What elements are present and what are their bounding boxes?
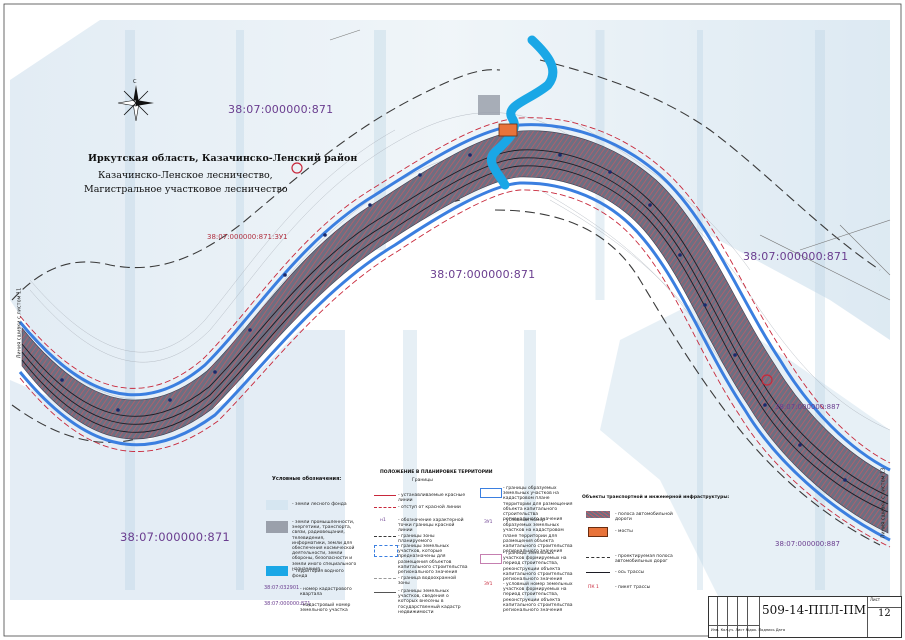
sheet-frame <box>3 3 902 637</box>
legend-col2-title: ПОЛОЖЕНИЕ В ПЛАНИРОВКЕ ТЕРРИТОРИИ <box>380 470 493 475</box>
legend-col4-item-1: - полоса автомобильной дороги <box>615 512 673 523</box>
title-block <box>708 596 902 638</box>
legend-col4-item-5: - пикет трассы <box>615 585 651 590</box>
legend-col3-item-4: - условный номер земельных участков форм… <box>503 582 573 614</box>
legend-col2-item-5: - границы земельных участков, которые пр… <box>398 544 468 576</box>
legend-col1-item-3: - территория водного фонда <box>292 569 344 580</box>
stamp-columns: Изм. Кол.уч. Лист №док. Подпись Дата <box>711 628 786 632</box>
sheet-seam-left: Линия сшивки с листом 11 <box>16 287 23 359</box>
legend-col2-item-6: - граница водоохранной зоны <box>398 576 457 587</box>
parcel-label-left-red: 38:07:000000:871:ЗУ1 <box>207 233 288 241</box>
legend-title: Условные обозначения: <box>272 476 342 482</box>
legend-col4-item-3: - проектируемая полоса автомобильных дор… <box>615 554 673 565</box>
legend-new-parcel-code: ЗУ1 <box>484 520 493 525</box>
north-arrow: С <box>117 79 154 122</box>
sheet-label: Лист <box>870 597 881 602</box>
picket-markers <box>60 153 847 482</box>
parcel-label-right-small-2: 38:07:000000:887 <box>775 540 840 548</box>
legend-col2-item-3: - обозначение характерной точки границы … <box>398 518 464 534</box>
legend-col1-item-5: - кадастровый номер земельного участка <box>300 603 351 614</box>
forest-area <box>10 20 890 420</box>
cadastral-lines <box>329 29 891 301</box>
legend-col3-item-3: - границы земельных участков формируемых… <box>503 551 573 583</box>
road-corridor <box>21 130 889 534</box>
legend-swatch-region-parcel <box>374 545 398 557</box>
industrial-parcel <box>478 95 500 115</box>
legend-quarter-code: 38:07:032901 <box>264 585 300 591</box>
legend-swatch-bridge <box>588 527 608 537</box>
legend-swatch-redline <box>374 495 396 496</box>
legend-swatch-new-parcel <box>480 488 502 498</box>
document-code: 509-14-ППЛ-ПМ <box>762 603 867 617</box>
legend-col4-item-2: - мосты <box>615 529 633 534</box>
legend-swatch-road <box>586 511 610 518</box>
legend-col2-item-7: - границы земельных участков, сведения о… <box>398 589 461 615</box>
parcel-label-right: 38:07:000000:871 <box>743 250 849 263</box>
parcel-label-center: 38:07:000000:871 <box>430 268 536 281</box>
parcel-label-bottom-left: 38:07:000000:871 <box>120 530 230 544</box>
legend-swatch-water <box>266 566 288 576</box>
parcel-label-top-left: 38:07:000000:871 <box>228 103 334 116</box>
legend-swatch-forest <box>266 500 288 510</box>
legend-col1-item-2: - земли промышленности, энергетики, тран… <box>292 520 357 572</box>
legend-swatch-zone <box>374 536 396 537</box>
legend-parcel-code: 38:07:000000:871 <box>264 601 311 607</box>
district-forestry-name: Магистральное участковое лесничество <box>84 184 288 195</box>
legend-swatch-planned-road <box>586 557 610 558</box>
road-edge-lower <box>18 181 891 542</box>
forestry-name: Казачинско-Ленское лесничество, <box>98 170 273 181</box>
legend-swatch-industrial <box>266 521 288 533</box>
legend-col2-item-2: - отступ от красной линии <box>398 505 461 510</box>
bridge <box>498 123 518 137</box>
legend-col1-item-4: - номер кадастрового квартала <box>300 587 352 598</box>
legend-col2-subtitle: Границы <box>412 478 433 483</box>
legend-col3-item-2: - условный номер образуемых земельных уч… <box>503 518 573 555</box>
forest-area-right <box>600 300 890 600</box>
region-title: Иркутская область, Казачинско-Ленский ра… <box>88 153 358 164</box>
waterprotect-marker-2 <box>761 374 773 386</box>
legend-col2-item-4: - границы зоны планируемого <box>398 534 435 545</box>
sheet-number: 12 <box>878 608 891 619</box>
legend-col3-item-1: - границы образуемых земельных участков … <box>503 486 573 523</box>
river <box>486 35 558 190</box>
legend-swatch-offset <box>374 507 396 508</box>
legend-col4-item-4: - ось трассы <box>615 570 645 575</box>
legend-swatch-waterzone <box>374 578 396 579</box>
sheet-seam-right: Линия сшивки с листом 13 <box>880 467 887 539</box>
legend-temp-parcel-code: ЗУ1 <box>484 582 493 587</box>
legend-swatch-temp-parcel <box>480 554 502 564</box>
legend-swatch-axis <box>586 572 610 573</box>
legend-col2-item-1: - устанавливаемые красные линии <box>398 493 466 504</box>
legend-col1-item-1: - земли лесного фонда <box>292 502 347 507</box>
forest-area-lower <box>10 330 345 600</box>
legend-picket-code: ПК 1 <box>588 585 599 590</box>
legend-col4-title: Объекты транспортной и инженерной инфрас… <box>582 495 730 500</box>
waterprotect-marker <box>291 162 303 174</box>
svg-text:С: С <box>133 79 137 85</box>
legend-swatch-cadastre <box>374 592 396 593</box>
texture-streaks <box>125 30 825 600</box>
legend: Условные обозначения: - земли лесного фо… <box>264 468 729 633</box>
parcel-label-right-small-1: 38:07:000000:887 <box>775 403 840 411</box>
legend-point-code: н1 <box>380 518 386 523</box>
